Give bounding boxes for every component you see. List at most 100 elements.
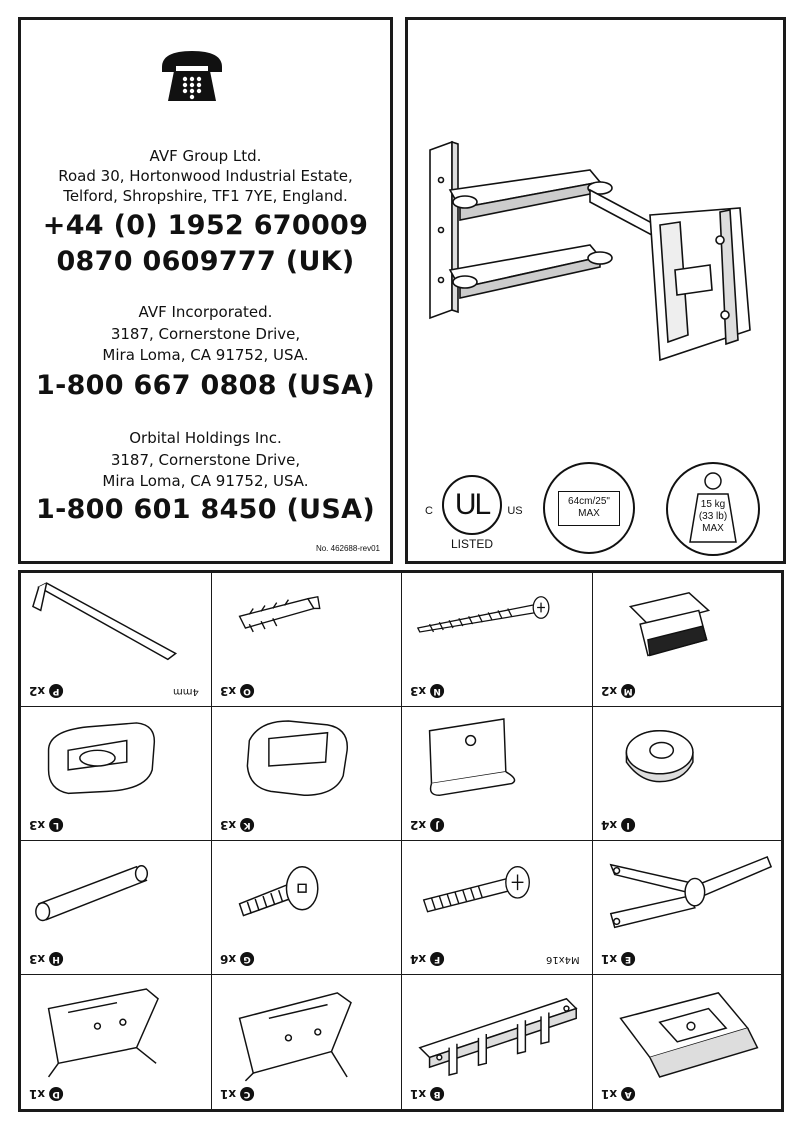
ul-listed-label: LISTED xyxy=(450,537,493,551)
part-quantity: x1 xyxy=(600,1087,617,1101)
part-letter-badge: D xyxy=(49,1087,64,1101)
uk-company-name: AVF Group Ltd. xyxy=(149,147,262,165)
contact-panel: AVF Group Ltd. Road 30, Hortonwood Indus… xyxy=(18,17,393,564)
wall-rail-icon xyxy=(418,997,578,1076)
ul-listed-badge: UL xyxy=(442,475,502,535)
screen-outline xyxy=(558,491,620,526)
weight-max: MAX xyxy=(702,523,724,534)
weight-kg: 15 kg xyxy=(700,499,726,510)
tilt-plate-icon xyxy=(618,992,758,1078)
part-letter-badge: O xyxy=(239,684,254,698)
product-panel: C UL US LISTED 64cm/25" MAX 15 kg (33 lb… xyxy=(405,17,786,564)
usa2-phone: 1-800 601 8450 (USA) xyxy=(35,494,375,525)
wood-screw-icon xyxy=(416,596,550,633)
usa2-address-line2: Mira Loma, CA 91752, USA. xyxy=(102,472,309,490)
usa1-company-name: AVF Incorporated. xyxy=(138,303,273,321)
uk-phone-2: 0870 0609777 (UK) xyxy=(56,246,355,277)
ul-c-mark: C xyxy=(425,505,433,517)
round-cable-clip-icon xyxy=(47,722,156,795)
right-bracket-icon xyxy=(238,992,352,1082)
part-letter-badge: I xyxy=(620,818,635,832)
part-quantity: x2 xyxy=(410,818,427,832)
part-letter-badge: E xyxy=(620,952,635,966)
part-letter-badge: K xyxy=(239,818,254,832)
wall-plug-icon xyxy=(238,595,321,633)
part-letter-badge: N xyxy=(430,684,445,698)
part-letter-badge: F xyxy=(430,952,445,966)
part-letter-badge: M xyxy=(620,684,635,698)
arm-assembly-icon xyxy=(609,855,772,929)
spacer-tube-icon xyxy=(35,865,149,922)
part-letter-badge: C xyxy=(239,1087,254,1101)
part-letter-badge: A xyxy=(620,1087,635,1101)
telephone-icon xyxy=(162,51,222,101)
washer-icon xyxy=(625,730,694,783)
square-cable-clip-icon xyxy=(246,720,348,797)
part-quantity: x3 xyxy=(219,684,236,698)
locking-tab-icon xyxy=(428,718,516,797)
part-quantity: x2 xyxy=(29,684,46,698)
part-quantity: x1 xyxy=(410,1087,427,1101)
part-letter-badge: G xyxy=(239,952,254,966)
weight-icon xyxy=(689,472,737,543)
part-letter-badge: L xyxy=(49,818,64,832)
uk-address-line1: Road 30, Hortonwood Industrial Estate, xyxy=(58,167,353,185)
part-quantity: x1 xyxy=(219,1087,236,1101)
part-letter-badge: P xyxy=(49,684,64,698)
part-dimension: 4mm xyxy=(172,686,199,697)
part-letter-badge: B xyxy=(430,1087,445,1101)
uk-address-line2: Telford, Shropshire, TF1 7YE, England. xyxy=(63,187,348,205)
part-quantity: x6 xyxy=(219,952,236,966)
part-quantity: x2 xyxy=(600,684,617,698)
clip-bracket-icon xyxy=(628,592,710,657)
wall-mount-bracket-icon xyxy=(429,140,751,362)
usa1-phone: 1-800 667 0808 (USA) xyxy=(35,370,375,401)
part-quantity: x3 xyxy=(410,684,427,698)
usa1-address-line2: Mira Loma, CA 91752, USA. xyxy=(102,346,309,364)
part-letter-badge: H xyxy=(49,952,64,966)
screen-size-value: 64cm/25" xyxy=(568,496,610,507)
part-letter-badge: J xyxy=(430,818,445,832)
uk-phone-1: +44 (0) 1952 670009 xyxy=(42,210,369,241)
part-quantity: x3 xyxy=(29,818,46,832)
part-quantity: x3 xyxy=(219,818,236,832)
machine-screw-icon xyxy=(422,866,530,913)
part-quantity: x4 xyxy=(600,818,617,832)
ul-us-mark: US xyxy=(507,505,523,517)
weight-badge: 15 kg (33 lb) MAX xyxy=(666,462,760,556)
ul-logo: UL xyxy=(454,488,491,521)
usa1-address-line1: 3187, Cornerstone Drive, xyxy=(110,325,301,343)
part-dimension: M4x16 xyxy=(545,954,580,965)
screen-size-max: MAX xyxy=(578,508,600,519)
usa2-company-name: Orbital Holdings Inc. xyxy=(129,429,282,447)
allen-key-icon xyxy=(32,582,178,661)
